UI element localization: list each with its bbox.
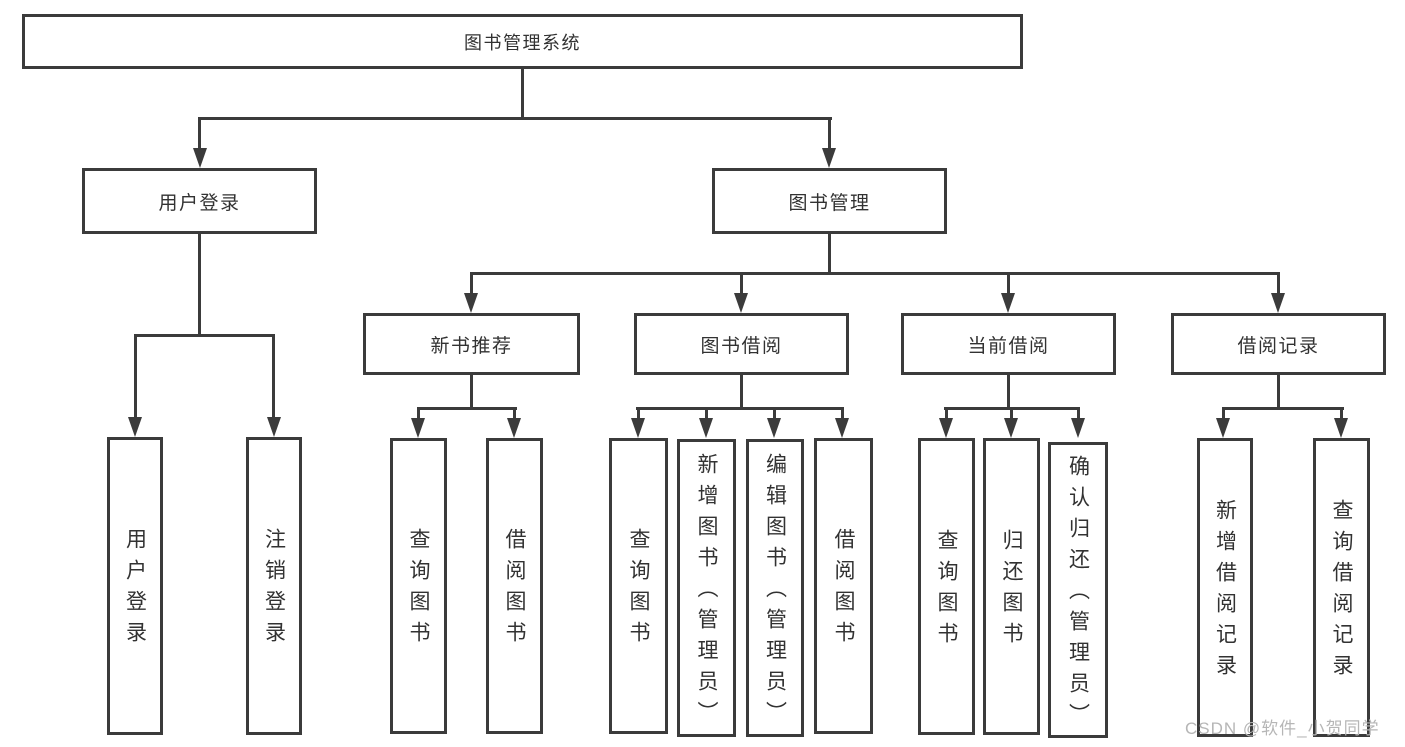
node-borrow-records: 借阅记录 [1171,313,1386,375]
leaf-borrow-borrow: 借阅图书 [814,438,873,734]
connector-line [740,272,743,295]
connector-line [513,407,516,418]
connector-line [1222,407,1225,418]
arrow-down-icon [1216,418,1230,438]
node-user-login: 用户登录 [82,168,317,234]
connector-line [841,407,844,418]
connector-line [272,334,275,418]
leaf-current-query: 查询图书 [918,438,975,735]
arrow-down-icon [411,418,425,438]
node-root: 图书管理系统 [22,14,1023,69]
connector-line [828,117,831,151]
leaf-records-query: 查询借阅记录 [1313,438,1370,737]
connector-line [134,334,137,418]
connector-line [740,375,743,409]
connector-line [417,407,517,410]
connector-line [198,117,201,151]
connector-line [773,407,776,418]
node-current-borrow: 当前借阅 [901,313,1116,375]
arrow-down-icon [822,148,836,168]
leaf-new-books-borrow: 借阅图书 [486,438,543,734]
arrow-down-icon [1334,418,1348,438]
connector-line [1277,272,1280,295]
connector-line [1222,407,1344,410]
arrow-down-icon [734,293,748,313]
connector-line [945,407,948,418]
node-new-books: 新书推荐 [363,313,580,375]
csdn-watermark: CSDN @软件_小贺同学 [1185,719,1380,738]
arrow-down-icon [1071,418,1085,438]
leaf-user-login: 用户登录 [107,437,163,735]
arrow-down-icon [767,418,781,438]
arrow-down-icon [699,418,713,438]
connector-line [417,407,420,418]
arrow-down-icon [1004,418,1018,438]
connector-line [1007,272,1010,295]
connector-line [470,272,1280,275]
arrow-down-icon [835,418,849,438]
connector-line [1007,375,1010,409]
arrow-down-icon [631,418,645,438]
leaf-new-books-query: 查询图书 [390,438,447,734]
connector-line [521,69,524,119]
connector-line [828,234,831,274]
node-book-mgmt: 图书管理 [712,168,947,234]
connector-line [705,407,708,418]
connector-line [1277,375,1280,409]
connector-line [636,407,843,410]
arrow-down-icon [1271,293,1285,313]
connector-line [1010,407,1013,418]
connector-line [470,375,473,409]
leaf-borrow-query: 查询图书 [609,438,668,734]
leaf-borrow-add-admin: 新增图书（管理员） [677,439,736,737]
connector-line [470,272,473,295]
connector-line [1077,407,1080,418]
connector-line [198,234,201,336]
leaf-current-confirm-admin: 确认归还（管理员） [1048,442,1108,738]
arrow-down-icon [193,148,207,168]
connector-line [637,407,640,418]
arrow-down-icon [507,418,521,438]
arrow-down-icon [939,418,953,438]
leaf-current-return: 归还图书 [983,438,1040,735]
arrow-down-icon [267,417,281,437]
leaf-logout: 注销登录 [246,437,302,735]
connector-line [134,334,275,337]
connector-line [1340,407,1343,418]
arrow-down-icon [1001,293,1015,313]
leaf-borrow-edit-admin: 编辑图书（管理员） [746,439,804,737]
node-book-borrow: 图书借阅 [634,313,849,375]
arrow-down-icon [128,417,142,437]
leaf-records-add: 新增借阅记录 [1197,438,1253,737]
connector-line [198,117,832,120]
arrow-down-icon [464,293,478,313]
